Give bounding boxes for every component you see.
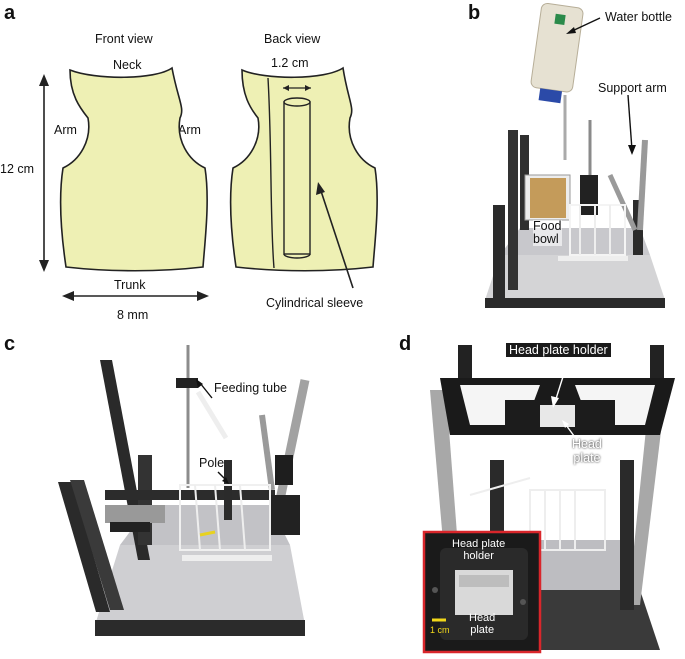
sleeve-label: Cylindrical sleeve	[266, 296, 364, 310]
neck-label: Neck	[113, 58, 142, 72]
feeding-tube-label: Feeding tube	[214, 381, 287, 395]
panel-letter-a: a	[4, 2, 16, 24]
arm-left-label: Arm	[54, 123, 77, 137]
trunk-label: Trunk	[114, 278, 146, 292]
inset-plate-label: Head plate	[469, 612, 496, 636]
food-bowl-label: Food bowl	[533, 219, 562, 246]
height-label: 12 cm	[0, 162, 35, 176]
inset-holder-label: Head plate holder	[452, 538, 506, 562]
cylindrical-sleeve	[283, 101, 311, 255]
panel-letter-b: b	[468, 2, 481, 24]
front-view-label: Front view	[95, 32, 153, 46]
head-plate-holder-label: Head plate holder	[506, 343, 611, 357]
width-label: 8 mm	[117, 308, 149, 322]
support-arm-label: Support arm	[598, 81, 667, 95]
pole-label: Pole	[199, 456, 225, 470]
inset-scale-label: 1 cm	[430, 625, 450, 635]
back-view-label: Back view	[264, 32, 321, 46]
panel-letter-c: c	[4, 333, 16, 355]
panel-letter-d: d	[399, 333, 412, 355]
front-vest-shape	[59, 66, 208, 272]
arm-right-label: Arm	[178, 123, 201, 137]
head-plate-label: Head plate	[572, 437, 602, 465]
water-bottle-label: Water bottle	[605, 10, 672, 24]
sleeve-width-label: 1.2 cm	[271, 56, 309, 70]
